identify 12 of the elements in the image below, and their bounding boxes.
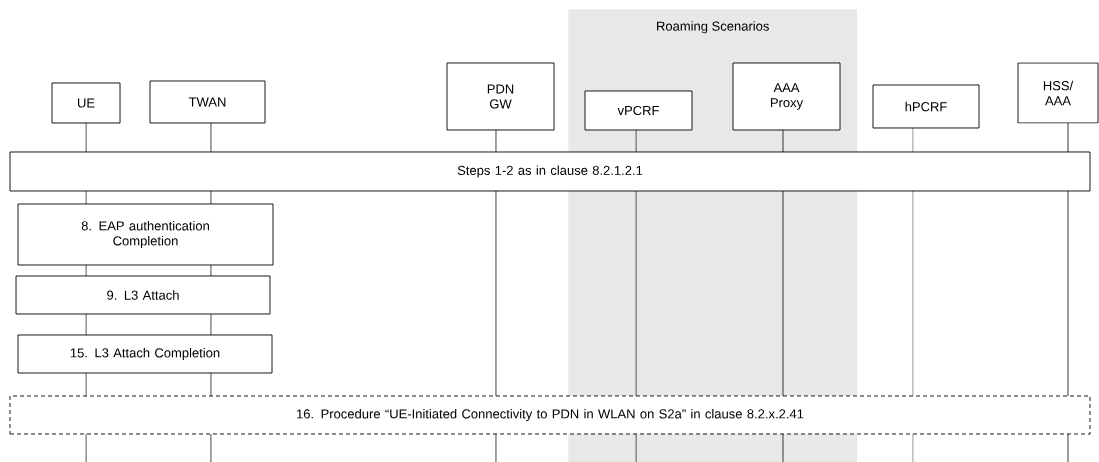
participant-box: vPCRF xyxy=(584,90,693,131)
step-box: 8. EAP authentication Completion xyxy=(17,203,274,266)
participant-box: HSS/ AAA xyxy=(1017,62,1099,124)
participant-box: TWAN xyxy=(149,80,266,124)
step-box: 15. L3 Attach Completion xyxy=(17,334,273,374)
step-box: 9. L3 Attach xyxy=(15,275,271,315)
procedure-box: 16. Procedure “UE-Initiated Connectivity to PDN in WLAN on S2a” in clause 8.2.x.2.41 xyxy=(9,395,1091,435)
participant-box: PDN GW xyxy=(446,62,555,131)
participant-box: AAA Proxy xyxy=(732,62,841,131)
step-box: Steps 1-2 as in clause 8.2.1.2.1 xyxy=(9,151,1091,192)
participant-box: UE xyxy=(51,82,121,124)
participant-box: hPCRF xyxy=(872,84,980,129)
